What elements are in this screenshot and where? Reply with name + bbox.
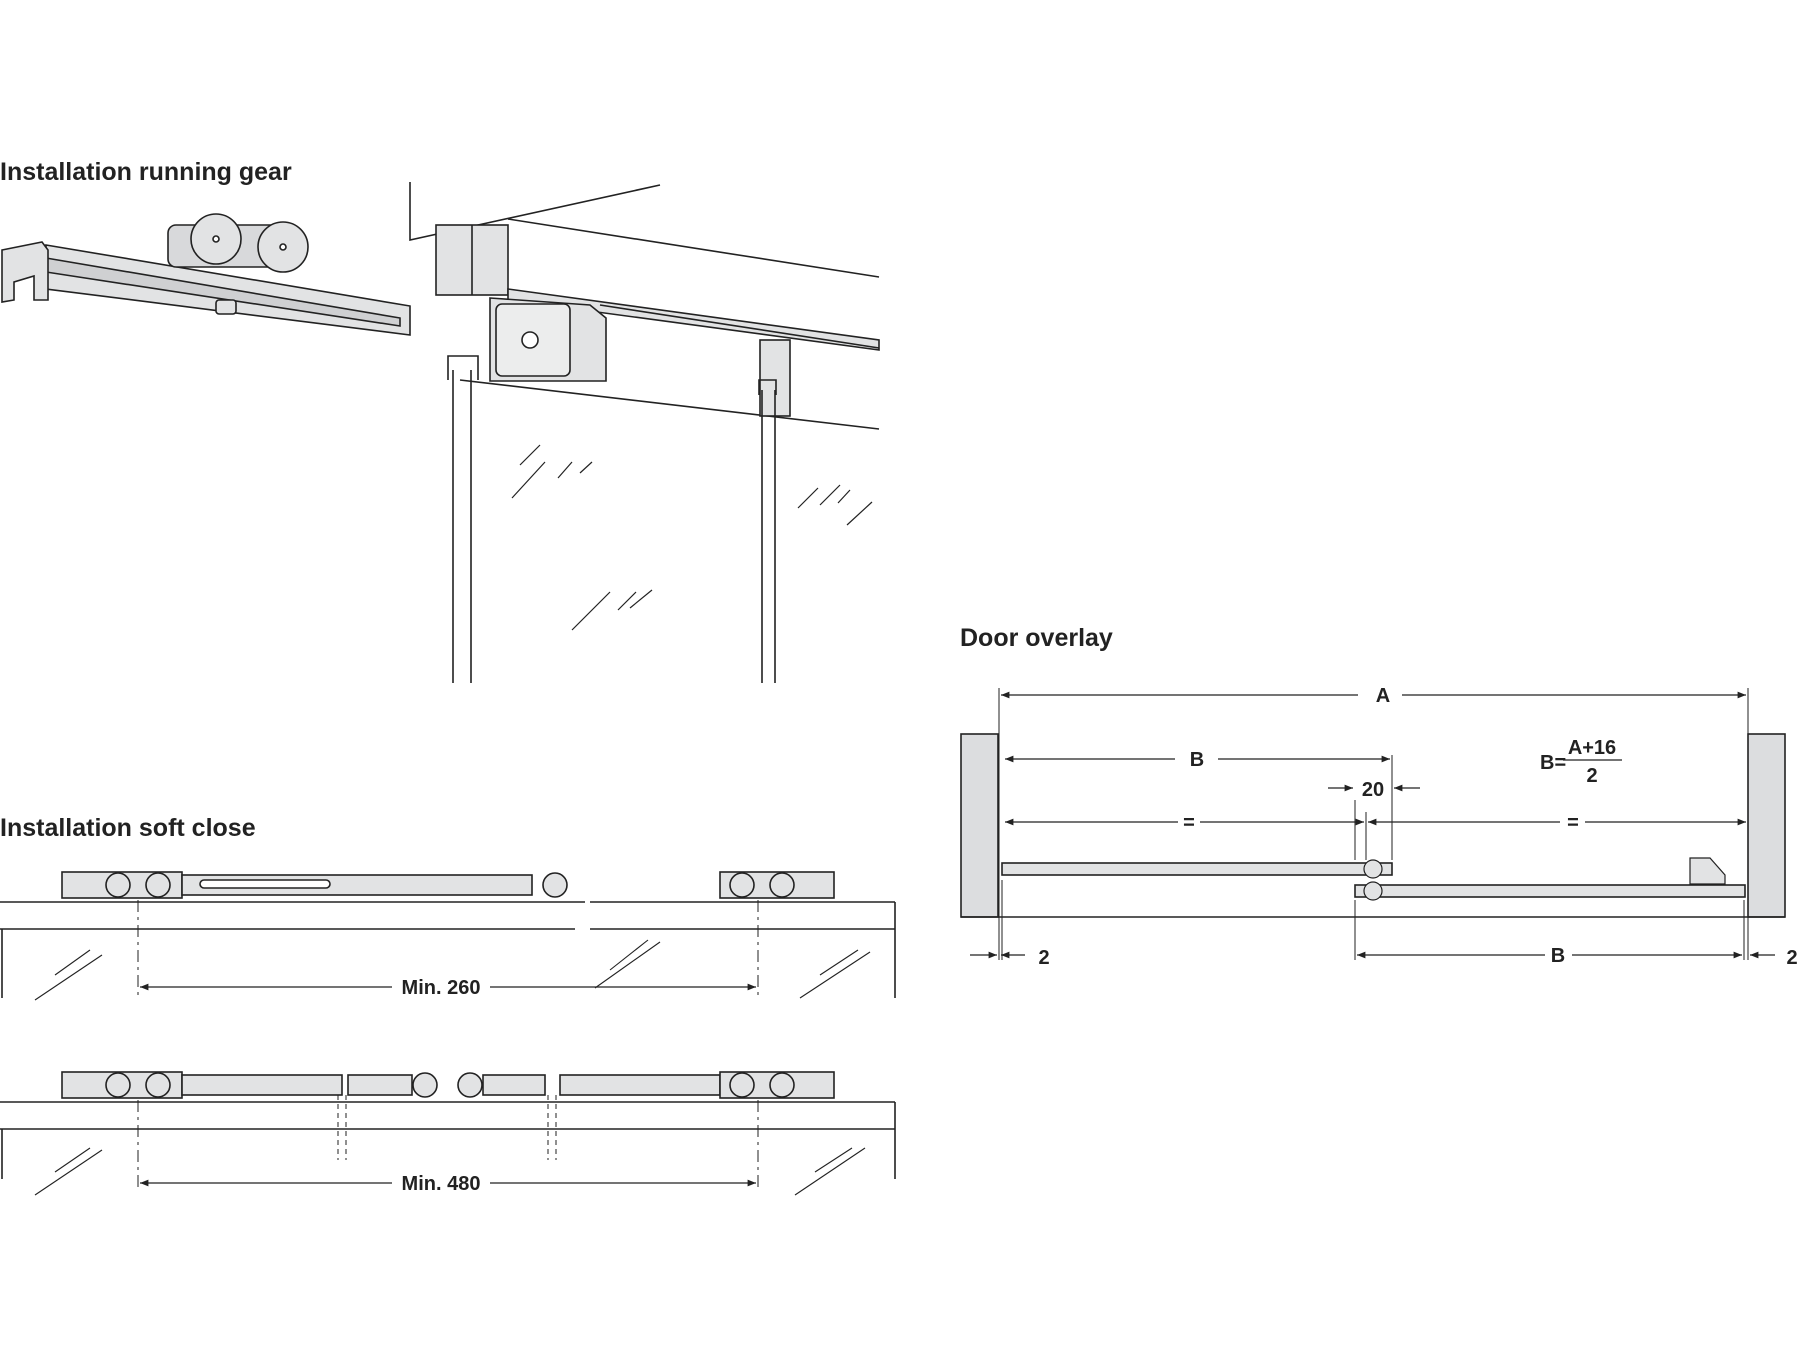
dim-gap-label: 20 bbox=[1362, 779, 1384, 801]
dim-b-top-label: B bbox=[1190, 749, 1204, 771]
soft-close-mechanism-right bbox=[457, 1071, 835, 1099]
door-overlay-diagram bbox=[960, 688, 1786, 960]
ceiling-profile bbox=[409, 182, 880, 430]
roller-icon bbox=[1363, 859, 1383, 879]
formula-numerator: A+16 bbox=[1568, 737, 1616, 759]
dim-equal-right: = bbox=[1567, 812, 1579, 834]
dim-min-480: Min. 480 bbox=[402, 1173, 481, 1195]
dim-b-bottom-label: B bbox=[1551, 945, 1565, 967]
door-overlay-title: Door overlay bbox=[960, 624, 1113, 652]
soft-close-mechanism-left bbox=[61, 1071, 438, 1099]
dim-right-offset: 2 bbox=[1786, 947, 1797, 969]
running-gear-illustration bbox=[1, 182, 880, 683]
track-rail bbox=[1, 241, 411, 336]
soft-close-mechanism-left bbox=[61, 871, 568, 899]
dim-equal-left: = bbox=[1183, 812, 1195, 834]
glass-clamp bbox=[489, 297, 791, 417]
soft-close-single bbox=[0, 871, 896, 1001]
formula-denominator: 2 bbox=[1586, 765, 1597, 787]
right-wall bbox=[1747, 733, 1786, 918]
soft-close-stop bbox=[1689, 857, 1726, 885]
dim-min-260: Min. 260 bbox=[402, 977, 481, 999]
glass-panel bbox=[447, 355, 873, 683]
soft-close-title: Installation soft close bbox=[0, 814, 256, 842]
door-panel-rear bbox=[1354, 884, 1746, 898]
formula-lhs: B= bbox=[1540, 752, 1566, 774]
running-gear-title: Installation running gear bbox=[0, 158, 292, 186]
roller-carriage bbox=[167, 213, 309, 273]
door-panel-front bbox=[1001, 862, 1393, 876]
dim-a-label: A bbox=[1376, 685, 1390, 707]
roller-icon bbox=[1363, 881, 1383, 901]
soft-close-double bbox=[0, 1071, 896, 1196]
soft-close-mechanism-right bbox=[719, 871, 835, 899]
dim-left-offset: 2 bbox=[1038, 947, 1049, 969]
left-wall bbox=[960, 733, 999, 918]
